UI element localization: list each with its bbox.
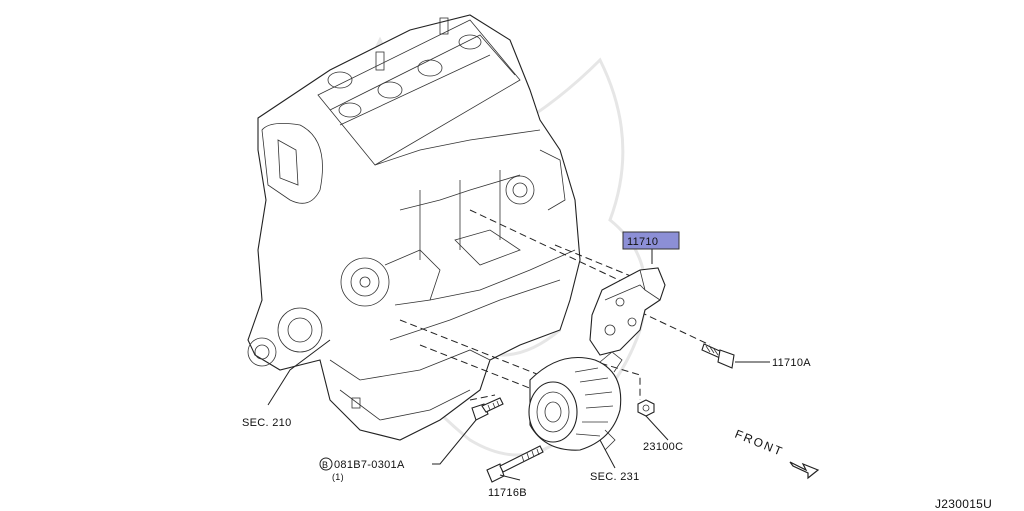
bolt-circle-marker xyxy=(319,457,333,471)
long-bolt-part-number: 11716B xyxy=(488,487,527,499)
standard-bolt xyxy=(471,397,504,421)
nut xyxy=(637,399,655,417)
front-arrow-icon xyxy=(789,461,820,480)
alternator-section-ref: SEC. 231 xyxy=(590,471,639,483)
bracket-bolt xyxy=(701,343,735,369)
engine-section-ref: SEC. 210 xyxy=(242,417,291,429)
bolt-circle-letter: B xyxy=(322,460,328,470)
bracket-part-number: 11710 xyxy=(627,236,658,248)
leader-lines xyxy=(267,248,770,481)
engine-assembly xyxy=(247,14,581,441)
front-label: FRONT xyxy=(733,427,786,459)
diagram-code: J230015U xyxy=(935,497,992,511)
standard-bolt-quantity: (1) xyxy=(332,472,344,482)
nut-part-number: 23100C xyxy=(643,441,683,453)
bracket-bolt-part-number: 11710A xyxy=(772,357,811,369)
standard-bolt-part-number: 081B7-0301A xyxy=(334,459,405,471)
alternator xyxy=(528,351,623,451)
alternator-bracket xyxy=(589,267,666,356)
bracket-label-highlight xyxy=(622,231,680,250)
